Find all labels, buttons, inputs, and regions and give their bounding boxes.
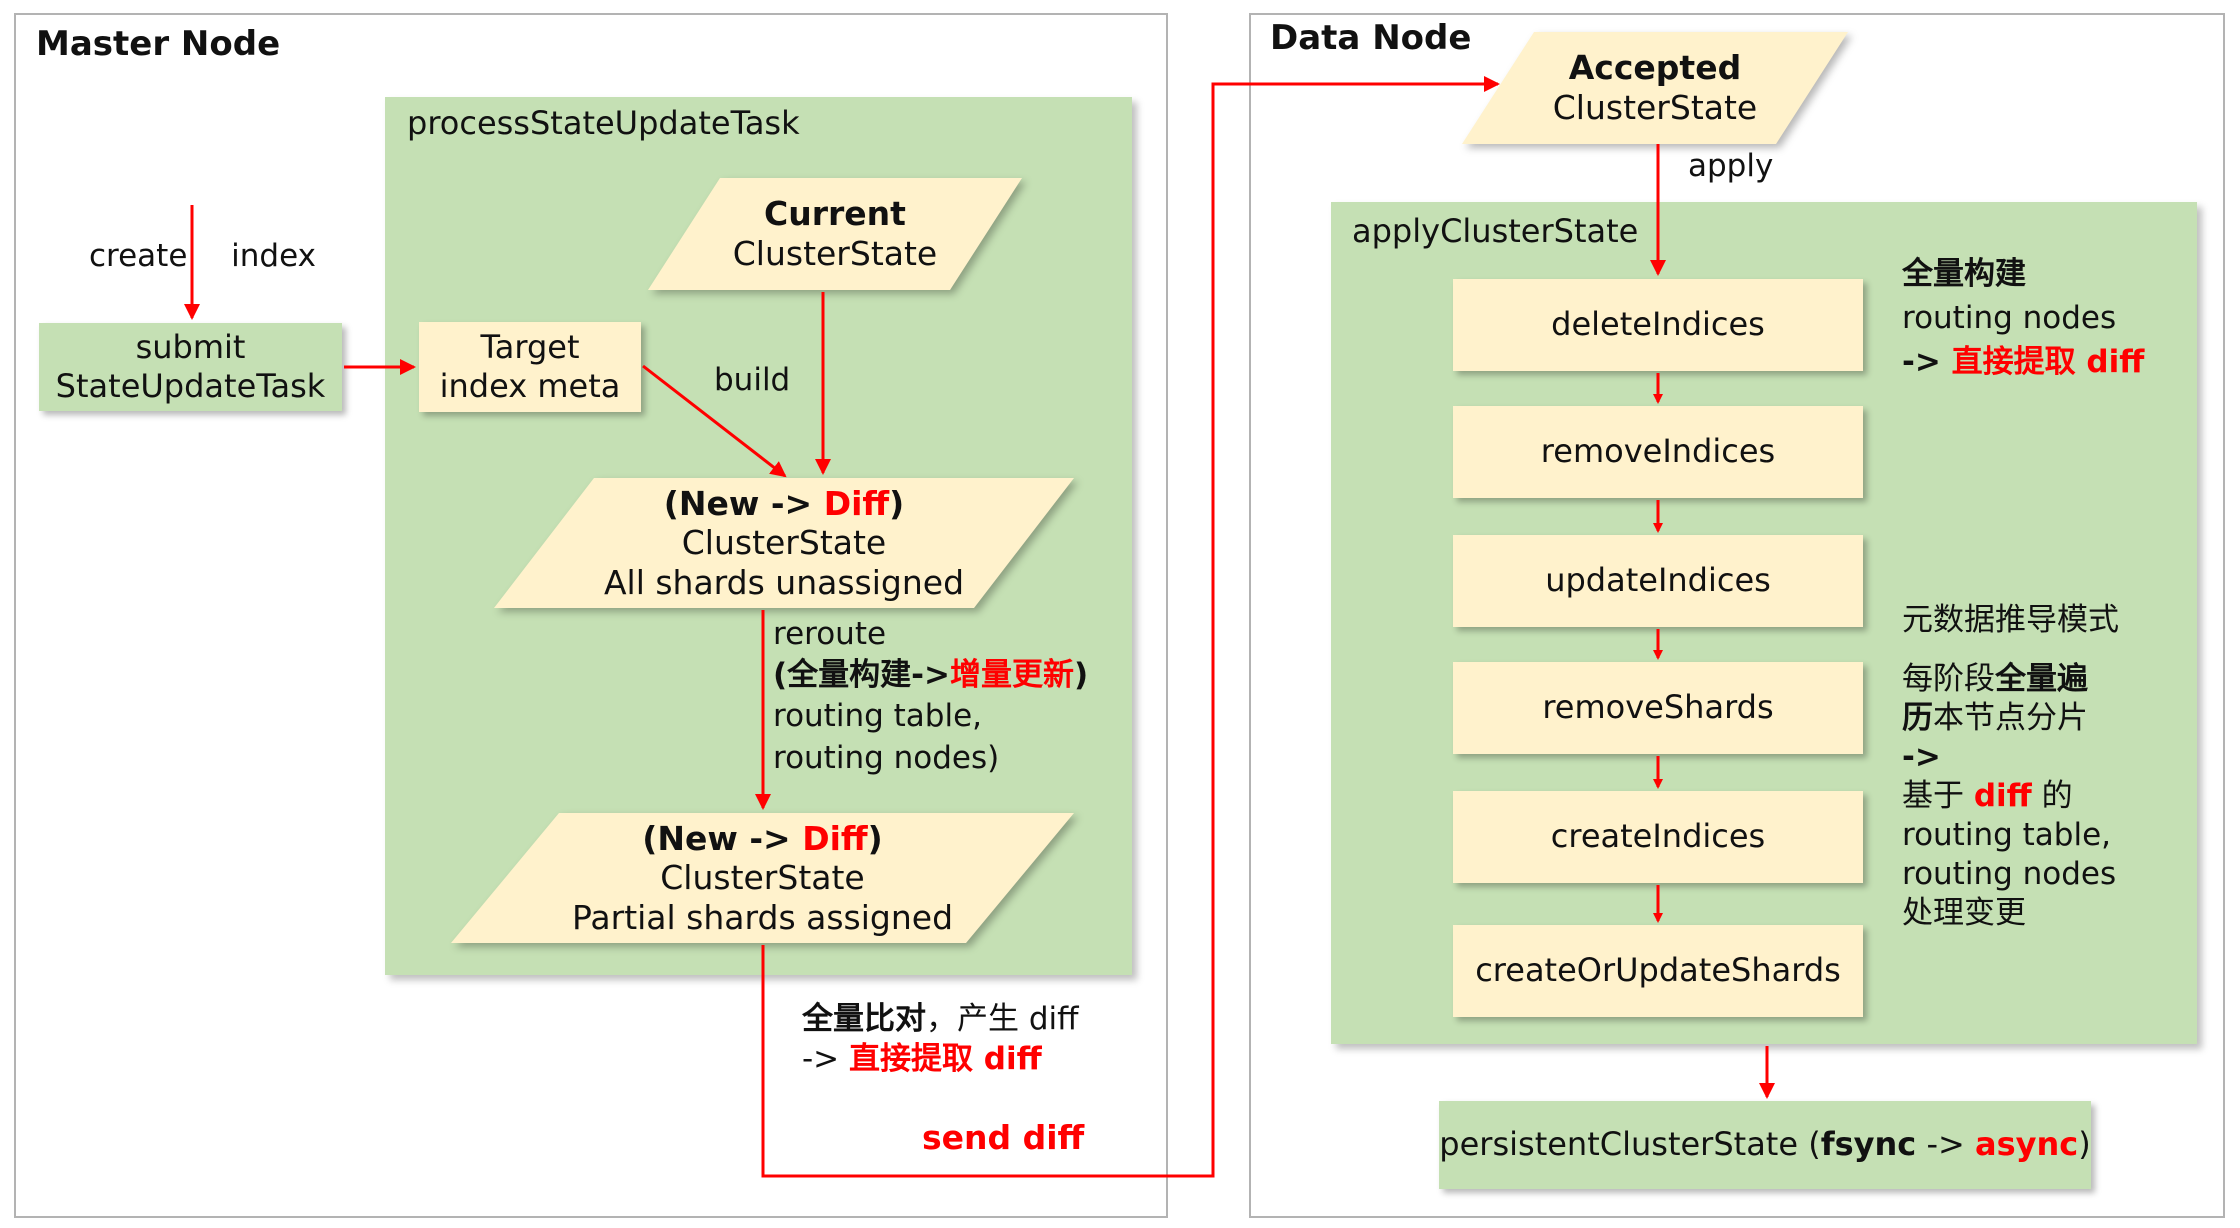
persist-async: async <box>1974 1125 2079 1164</box>
reroute-line2-c: ) <box>1074 657 1089 694</box>
compare-rest: ，产生 diff <box>926 1001 1079 1037</box>
persist-d: ) <box>2078 1125 2091 1164</box>
accepted-label: Accepted <box>1568 48 1742 88</box>
current-label: Current <box>764 194 906 234</box>
note2-line3-b: 本节点分片 <box>1933 700 2088 737</box>
note2-line1: 元数据推导模式 <box>1902 602 2119 638</box>
metadata-derivation-note: 元数据推导模式 每阶段全量遍 历本节点分片 -> 基于 diff 的 routi… <box>1902 601 2119 933</box>
new2-suffix: ) <box>867 818 883 858</box>
target-line2: index meta <box>439 367 621 405</box>
note2-line5-a: 基于 <box>1902 778 1974 815</box>
new2-prefix: (New -> <box>642 818 803 858</box>
reroute-line4: routing nodes) <box>773 739 1000 776</box>
note1-line1: 全量构建 <box>1902 256 2026 292</box>
note2-line4: -> <box>1902 739 1941 776</box>
send-diff-label: send diff <box>922 1118 1085 1157</box>
target-index-meta-box: Target index meta <box>419 322 641 412</box>
persistent-cluster-state-box: persistentClusterState (fsync -> async) <box>1439 1101 2091 1189</box>
reroute-annotation: reroute (全量构建->增量更新) routing table, rout… <box>773 614 1088 779</box>
note1-line3-a: -> <box>1902 344 1952 381</box>
master-node-title: Master Node <box>36 24 281 64</box>
note2-line8: 处理变更 <box>1902 895 2026 932</box>
submit-state-update-task-box: submit StateUpdateTask <box>39 323 342 411</box>
full-build-note: 全量构建 routing nodes -> 直接提取 diff <box>1902 252 2144 384</box>
new2-line2: ClusterState <box>660 858 865 898</box>
note2-line5-red: diff <box>1973 778 2032 815</box>
new2-line3: Partial shards assigned <box>571 897 954 937</box>
stage-create-indices: createIndices <box>1453 791 1863 883</box>
stage-create-or-update-shards: createOrUpdateShards <box>1453 925 1863 1017</box>
new1-prefix: (New -> <box>663 483 824 523</box>
data-node-title: Data Node <box>1270 18 1472 58</box>
persist-fsync: fsync <box>1820 1125 1917 1164</box>
note1-line2: routing nodes <box>1902 300 2117 337</box>
process-state-update-task-title: processStateUpdateTask <box>407 104 800 142</box>
current-cluster-state-shape: Current ClusterState <box>648 178 1022 290</box>
submit-line2: StateUpdateTask <box>55 367 326 405</box>
note2-line6: routing table, <box>1902 817 2111 854</box>
reroute-line2-red: 增量更新 <box>950 657 1075 694</box>
note1-line3-red: 直接提取 diff <box>1951 344 2145 381</box>
stage-update-indices: updateIndices <box>1453 535 1863 627</box>
new-diff-cluster-state-1: (New -> Diff) ClusterState All shards un… <box>494 478 1074 608</box>
accepted-cluster-state-shape: Accepted ClusterState <box>1462 32 1848 144</box>
reroute-line1: reroute <box>773 616 887 652</box>
apply-cluster-state-title: applyClusterState <box>1352 212 1639 250</box>
create-label-word: create <box>89 238 188 274</box>
persist-a: persistentClusterState ( <box>1439 1125 1821 1164</box>
compare-line2-red: 直接提取 diff <box>849 1040 1042 1077</box>
stage-delete-indices: deleteIndices <box>1453 279 1863 371</box>
target-line1: Target <box>480 327 580 366</box>
submit-line1: submit <box>135 327 246 366</box>
stage-remove-shards: removeShards <box>1453 662 1863 754</box>
create-index-label: create index <box>89 236 316 276</box>
current-sub: ClusterState <box>732 234 938 273</box>
new1-suffix: ) <box>889 483 905 523</box>
new-diff-cluster-state-2: (New -> Diff) ClusterState Partial shard… <box>451 813 1074 943</box>
accepted-sub: ClusterState <box>1552 88 1758 127</box>
note2-line3-a: 历 <box>1902 700 1933 737</box>
apply-label: apply <box>1688 148 1774 184</box>
reroute-line2-a: (全量构建-> <box>773 657 951 694</box>
note2-line2-b: 全量遍 <box>1995 661 2088 698</box>
new1-line3: All shards unassigned <box>603 562 965 602</box>
reroute-line3: routing table, <box>773 698 982 735</box>
persist-c: -> <box>1916 1125 1975 1164</box>
note2-line2-a: 每阶段 <box>1902 661 1995 698</box>
new2-diff: Diff <box>802 818 868 858</box>
note2-line7: routing nodes <box>1902 856 2117 893</box>
compare-bold: 全量比对 <box>802 1001 926 1037</box>
new1-diff: Diff <box>823 483 890 523</box>
compare-annotation: 全量比对，产生 diff -> 直接提取 diff <box>802 1000 1079 1079</box>
build-label: build <box>714 362 791 398</box>
note2-line5-c: 的 <box>2031 778 2073 815</box>
compare-line2-a: -> <box>802 1040 850 1077</box>
stage-remove-indices: removeIndices <box>1453 406 1863 498</box>
index-label-word: index <box>231 238 316 274</box>
new1-line2: ClusterState <box>681 523 887 563</box>
